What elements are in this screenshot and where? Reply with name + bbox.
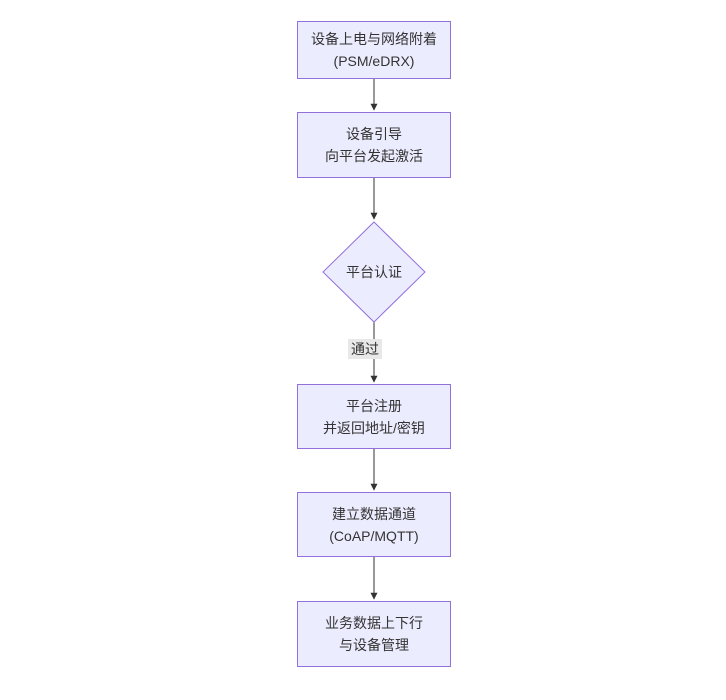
node-platform-register: 平台注册 并返回地址/密钥 xyxy=(297,384,451,449)
node-power-network-attach-line2: (PSM/eDRX) xyxy=(333,53,415,69)
node-power-network-attach: 设备上电与网络附着 (PSM/eDRX) xyxy=(297,21,451,79)
node-data-channel-line2: (CoAP/MQTT) xyxy=(329,527,419,544)
node-data-channel: 建立数据通道 (CoAP/MQTT) xyxy=(297,492,451,557)
node-platform-register-line1: 平台注册 xyxy=(346,397,402,414)
node-device-bootstrap-line2: 向平台发起激活 xyxy=(325,148,423,164)
node-power-network-attach-line1: 设备上电与网络附着 xyxy=(311,31,437,47)
node-device-bootstrap-line1: 设备引导 xyxy=(346,126,402,142)
node-platform-register-line2: 并返回地址/密钥 xyxy=(323,419,425,436)
edge-label-pass: 通过 xyxy=(348,339,382,359)
node-business-data-line2: 与设备管理 xyxy=(339,637,409,653)
decision-platform-auth-label: 平台认证 xyxy=(346,264,402,280)
node-device-bootstrap: 设备引导 向平台发起激活 xyxy=(297,112,451,178)
node-data-channel-line1: 建立数据通道 xyxy=(332,505,416,522)
node-business-data: 业务数据上下行 与设备管理 xyxy=(297,601,451,667)
decision-platform-auth-shape xyxy=(322,221,426,323)
node-business-data-line1: 业务数据上下行 xyxy=(325,615,423,631)
